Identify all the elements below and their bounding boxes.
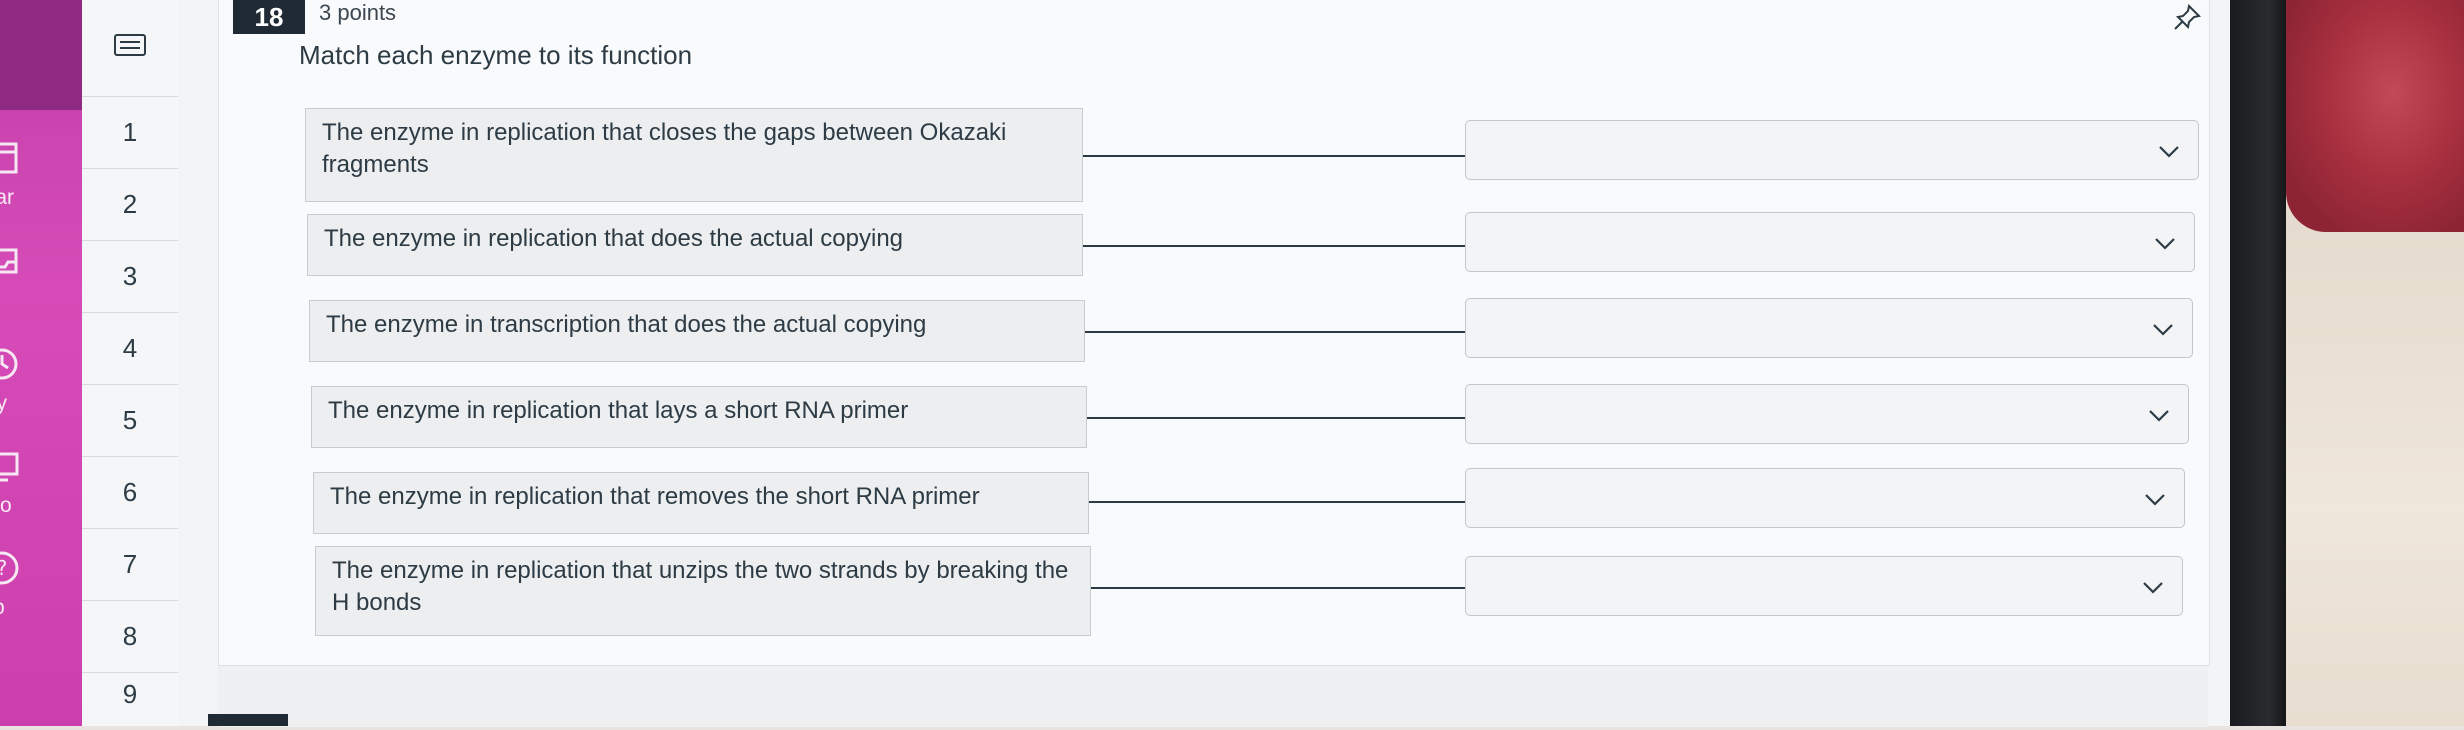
- match-prompt: The enzyme in transcription that does th…: [309, 300, 1085, 362]
- nav-item-studio[interactable]: udio: [0, 438, 82, 528]
- question-nav-item[interactable]: 5: [82, 384, 178, 457]
- match-prompt: The enzyme in replication that lays a sh…: [311, 386, 1087, 448]
- svg-text:?: ?: [0, 556, 7, 580]
- chevron-down-icon: [2146, 403, 2172, 427]
- nav-item-inbox[interactable]: ox: [0, 232, 82, 322]
- calendar-icon: [0, 138, 22, 178]
- next-question-number: [208, 714, 288, 726]
- question-number: 18: [233, 0, 305, 34]
- question-nav-item[interactable]: 2: [82, 168, 178, 241]
- background-blanket: [2286, 0, 2464, 232]
- studio-icon: [0, 446, 22, 486]
- nav-active-block: [0, 0, 82, 110]
- quiz-panel: 18 3 points Match each enzyme to its fun…: [178, 0, 2230, 727]
- match-connector: [1085, 331, 1465, 333]
- nav-item-help[interactable]: ? lelp: [0, 540, 82, 630]
- nav-item-label: ndar: [0, 186, 15, 209]
- chevron-down-icon: [2150, 317, 2176, 341]
- match-connector: [1083, 245, 1465, 247]
- nav-item-label: lelp: [0, 596, 5, 620]
- help-icon: ?: [0, 548, 22, 588]
- question-points: 3 points: [319, 0, 397, 25]
- match-answer-select[interactable]: [1465, 212, 2195, 272]
- match-answer-select[interactable]: [1465, 298, 2193, 358]
- keyboard-shortcuts-button[interactable]: [82, 0, 178, 97]
- match-answer-select[interactable]: [1465, 120, 2199, 180]
- question-nav-item[interactable]: 3: [82, 240, 178, 313]
- question-nav-item[interactable]: 7: [82, 528, 178, 601]
- question-nav-item[interactable]: 4: [82, 312, 178, 385]
- match-prompt: The enzyme in replication that unzips th…: [315, 546, 1091, 636]
- next-question-strip: [218, 665, 2208, 727]
- pin-icon[interactable]: [2171, 2, 2205, 32]
- nav-item-calendar[interactable]: ndar: [0, 130, 82, 220]
- match-connector: [1089, 501, 1465, 503]
- match-answer-select[interactable]: [1465, 556, 2183, 616]
- question-number-nav: 1 2 3 4 5 6 7 8 9: [82, 0, 180, 726]
- match-connector: [1087, 417, 1465, 419]
- question-nav-item[interactable]: 9: [122, 678, 138, 709]
- question-nav-item[interactable]: 1: [82, 96, 178, 169]
- nav-item-label: udio: [0, 494, 12, 517]
- monitor-bezel: [2230, 0, 2286, 726]
- match-answer-select[interactable]: [1465, 384, 2189, 444]
- match-answer-select[interactable]: [1465, 468, 2185, 528]
- keyboard-icon: [113, 33, 147, 64]
- match-prompt: The enzyme in replication that removes t…: [313, 472, 1089, 534]
- nav-item-history[interactable]: tory: [0, 336, 82, 426]
- chevron-down-icon: [2156, 139, 2182, 163]
- global-nav: ndar ox tory udio ? lelp: [0, 0, 82, 726]
- question-nav-item[interactable]: 6: [82, 456, 178, 529]
- question-prompt: Match each enzyme to its function: [299, 40, 693, 70]
- chevron-down-icon: [2152, 231, 2178, 255]
- match-prompt: The enzyme in replication that closes th…: [305, 108, 1083, 202]
- inbox-icon: [0, 240, 22, 280]
- match-connector: [1091, 587, 1465, 589]
- chevron-down-icon: [2140, 575, 2166, 599]
- match-connector: [1083, 155, 1465, 157]
- match-prompt: The enzyme in replication that does the …: [307, 214, 1083, 276]
- chevron-down-icon: [2142, 487, 2168, 511]
- nav-item-label: tory: [0, 392, 8, 415]
- question-card: 18 3 points Match each enzyme to its fun…: [218, 0, 2210, 666]
- question-nav-item[interactable]: 8: [82, 600, 178, 673]
- history-icon: [0, 344, 22, 384]
